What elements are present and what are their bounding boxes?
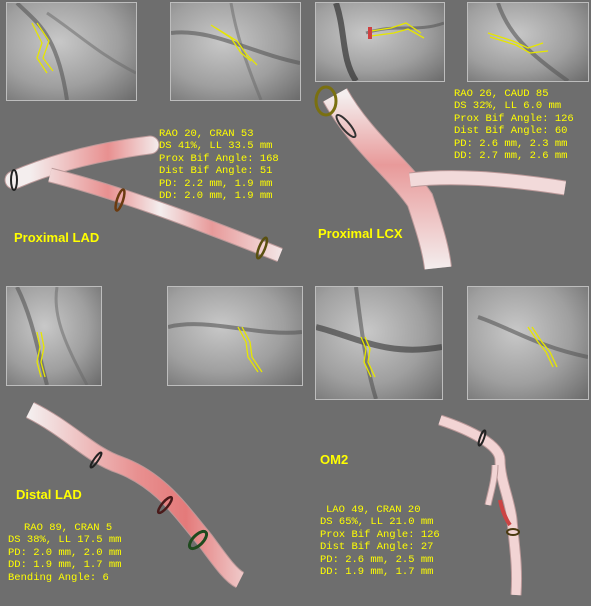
vessel-3d-proximal-lcx bbox=[314, 85, 567, 270]
angiogram-proximal-lad-view-2 bbox=[170, 2, 301, 101]
vessel-3d-om2 bbox=[438, 414, 523, 596]
angiogram-distal-lad-view-2 bbox=[167, 286, 303, 386]
label-om2: OM2 bbox=[320, 452, 349, 467]
angiogram-om2-view-1 bbox=[315, 286, 443, 400]
angiogram-om2-view-2 bbox=[467, 286, 589, 400]
vessel-3d-distal-lad bbox=[25, 401, 245, 589]
angiogram-proximal-lcx-view-1 bbox=[315, 2, 445, 82]
label-proximal-lcx: Proximal LCX bbox=[318, 226, 403, 241]
vessel-3d-proximal-lad bbox=[4, 135, 283, 262]
label-distal-lad: Distal LAD bbox=[16, 487, 82, 502]
angiogram-distal-lad-view-1 bbox=[6, 286, 102, 386]
angiogram-proximal-lad-view-1 bbox=[6, 2, 137, 101]
label-proximal-lad: Proximal LAD bbox=[14, 230, 100, 245]
angiogram-proximal-lcx-view-2 bbox=[467, 2, 589, 82]
